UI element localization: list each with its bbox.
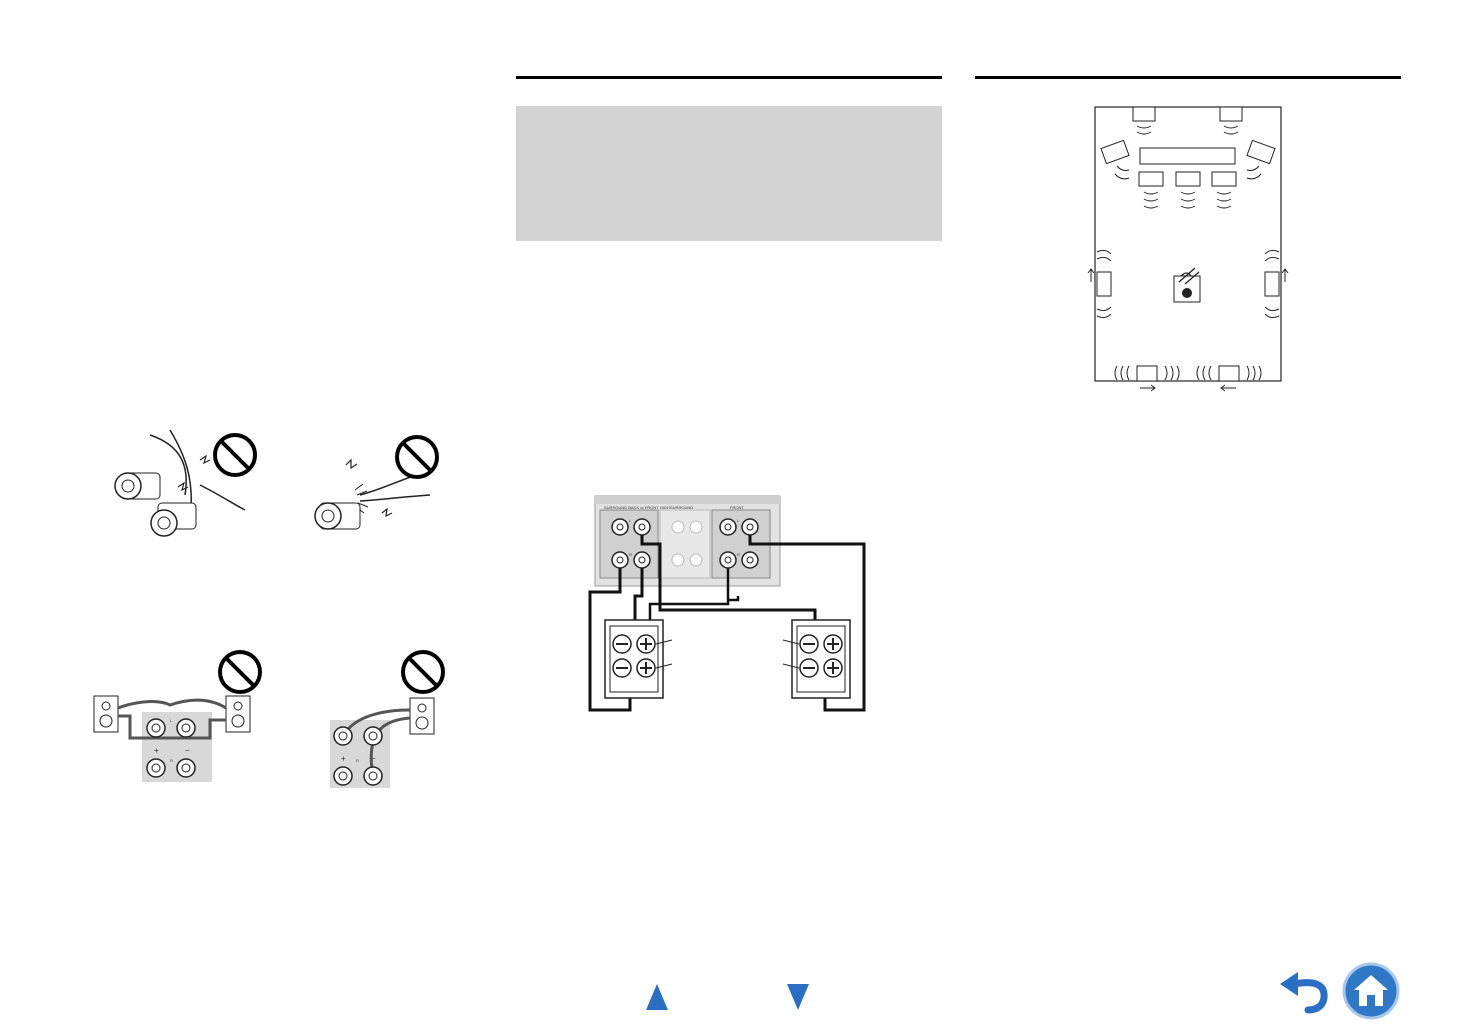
speaker-icon — [1246, 139, 1276, 165]
left-channel-label: L — [737, 518, 740, 523]
terminal-post-icon — [333, 766, 353, 786]
terminal-post-icon — [689, 520, 703, 534]
minus-mark: − — [371, 754, 376, 763]
spark-icon — [177, 481, 189, 492]
triangle-down-icon — [787, 984, 809, 1010]
terminal-post-icon — [146, 718, 166, 738]
figure-same-polarity-prohibited: R + − — [330, 650, 445, 788]
speaker-icon — [1219, 106, 1243, 122]
speaker-icon — [1138, 171, 1164, 187]
surround-back-label: SURROUND BACK or FRONT HIGH — [604, 505, 670, 510]
right-channel-label: R — [737, 552, 740, 557]
terminal-post-icon — [611, 518, 629, 536]
figure-frayed-wire-prohibited — [314, 435, 439, 530]
tv-icon — [1139, 147, 1236, 165]
terminal-post-icon — [314, 502, 361, 530]
terminal-post-icon — [333, 726, 353, 746]
terminal-post-icon — [633, 518, 651, 536]
figure-bi-amp-wiring: SURROUND BACK or FRONT HIGH SURROUND FRO… — [588, 495, 866, 712]
right-channel-label: R — [170, 758, 173, 763]
terminal-post-icon — [150, 502, 197, 537]
arrow-left-icon — [1220, 384, 1236, 392]
terminal-post-icon — [176, 718, 196, 738]
terminal-post-icon — [363, 726, 383, 746]
spark-icon — [381, 507, 393, 518]
speaker-icon — [1175, 171, 1201, 187]
shaded-note-box — [516, 106, 942, 241]
figure-wire-touch-prohibited — [114, 429, 257, 537]
previous-page-button[interactable] — [645, 982, 669, 1012]
minus-mark: − — [185, 746, 190, 755]
terminal-post-icon — [363, 766, 383, 786]
right-channel-label: R — [629, 552, 632, 557]
prohibited-icon — [218, 650, 262, 694]
prohibited-icon — [401, 650, 445, 694]
spark-icon — [199, 454, 211, 465]
terminal-post-icon — [719, 551, 737, 569]
speaker-icon — [1211, 171, 1237, 187]
terminal-post-icon — [689, 553, 703, 567]
left-channel-label: L — [170, 718, 173, 723]
listener-icon — [1173, 267, 1201, 303]
speaker-icon — [1136, 365, 1158, 382]
return-arrow-icon — [1280, 972, 1328, 1014]
plus-mark: + — [341, 754, 346, 763]
plus-mark: + — [154, 746, 159, 755]
terminal-post-icon — [741, 551, 759, 569]
speaker-terminal-plate — [782, 619, 851, 699]
speaker-terminal-plate — [604, 619, 673, 699]
arrow-right-icon — [1140, 384, 1156, 392]
spark-icon — [345, 458, 358, 470]
speaker-icon — [1218, 365, 1240, 382]
arrow-up-icon — [1087, 268, 1095, 282]
home-icon — [1354, 975, 1388, 1006]
terminal-post-icon — [114, 472, 161, 500]
figure-crossed-channels-prohibited: L R + − — [93, 650, 262, 782]
home-button[interactable] — [1342, 962, 1400, 1020]
left-channel-label: L — [629, 518, 632, 523]
terminal-post-icon — [176, 758, 196, 778]
terminal-post-icon — [741, 518, 759, 536]
speaker-icon — [1132, 106, 1156, 122]
prohibited-icon — [213, 433, 257, 477]
terminal-post-icon — [611, 551, 629, 569]
return-button[interactable] — [1278, 970, 1332, 1016]
terminal-post-icon — [671, 520, 685, 534]
speaker-icon — [1100, 139, 1130, 165]
terminal-post-icon — [146, 758, 166, 778]
surround-label: SURROUND — [670, 505, 693, 510]
right-column-rule — [975, 76, 1401, 79]
speaker-icon — [1096, 271, 1112, 297]
front-label: FRONT — [730, 505, 744, 510]
right-channel-label: R — [356, 758, 359, 763]
speaker-icon — [93, 695, 119, 733]
terminal-post-icon — [719, 518, 737, 536]
speaker-icon — [1264, 271, 1280, 297]
middle-column-rule — [516, 76, 942, 79]
speaker-icon — [409, 697, 435, 735]
figure-speaker-layout — [1087, 106, 1289, 392]
prohibited-icon — [395, 435, 439, 479]
terminal-post-icon — [671, 553, 685, 567]
triangle-up-icon — [646, 984, 668, 1010]
speaker-icon — [225, 695, 251, 733]
terminal-post-icon — [633, 551, 651, 569]
arrow-up-icon — [1281, 268, 1289, 282]
next-page-button[interactable] — [786, 982, 810, 1012]
